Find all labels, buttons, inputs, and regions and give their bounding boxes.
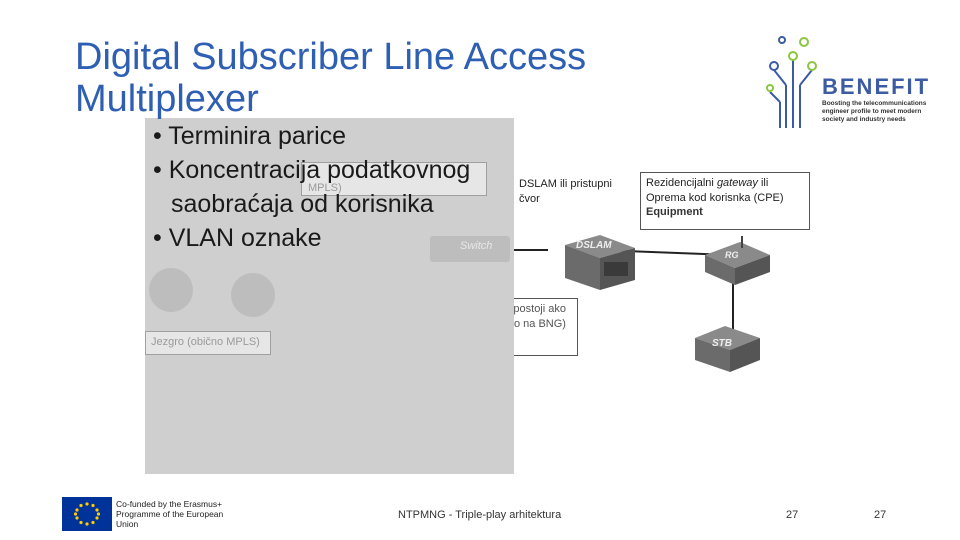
core-caption-text: Jezgro (obično MPLS) [151, 336, 260, 348]
benefit-logo-name: BENEFIT [822, 74, 930, 100]
rg-caption-em: gateway [717, 177, 758, 189]
page-number-secondary: 27 [874, 509, 886, 521]
rg-caption-part1: Rezidencijalni [646, 177, 714, 189]
faded-router-icon [231, 273, 275, 317]
bullet-text: Terminira parice [168, 122, 346, 150]
slide-title: Digital Subscriber Line Access Multiplex… [75, 36, 735, 120]
bullet-text: Koncentracija podatkovnog saobraćaja od … [169, 156, 471, 218]
rg-device-label: RG [725, 250, 739, 260]
dslam-caption-text: DSLAM ili pristupni čvor [519, 178, 612, 205]
footer-title: NTPMNG - Triple-play arhitektura [398, 509, 561, 521]
eu-flag-icon [62, 497, 112, 531]
dslam-caption: DSLAM ili pristupni čvor [514, 174, 634, 214]
benefit-logo-tagline: Boosting the telecommunications engineer… [822, 100, 944, 124]
bullet-text: VLAN oznake [169, 224, 322, 252]
dslam-device-label: DSLAM [576, 240, 612, 251]
rg-device-icon [705, 236, 770, 285]
eu-cofunded-logo: Co-funded by the Erasmus+ Programme of t… [62, 497, 234, 531]
benefit-logo: BENEFIT Boosting the telecommunications … [766, 28, 944, 132]
page-number: 27 [786, 509, 798, 521]
bullet-item: • Koncentracija podatkovnog saobraćaja o… [153, 153, 523, 221]
residential-gateway-caption: Rezidencijalni gateway ili Oprema kod ko… [640, 172, 810, 230]
circuit-tree-icon [766, 30, 820, 130]
stb-device-label: STB [712, 338, 732, 349]
equipment-text: Equipment [646, 206, 804, 219]
stb-device-icon [695, 326, 760, 372]
bullet-list: • Terminira parice • Koncentracija podat… [153, 119, 523, 255]
core-caption: Jezgro (obično MPLS) [145, 331, 271, 355]
eu-cofunded-text: Co-funded by the Erasmus+ Programme of t… [116, 499, 234, 529]
bullet-item: • Terminira parice [153, 119, 523, 153]
faded-router-icon [149, 268, 193, 312]
bullet-item: • VLAN oznake [153, 221, 523, 255]
